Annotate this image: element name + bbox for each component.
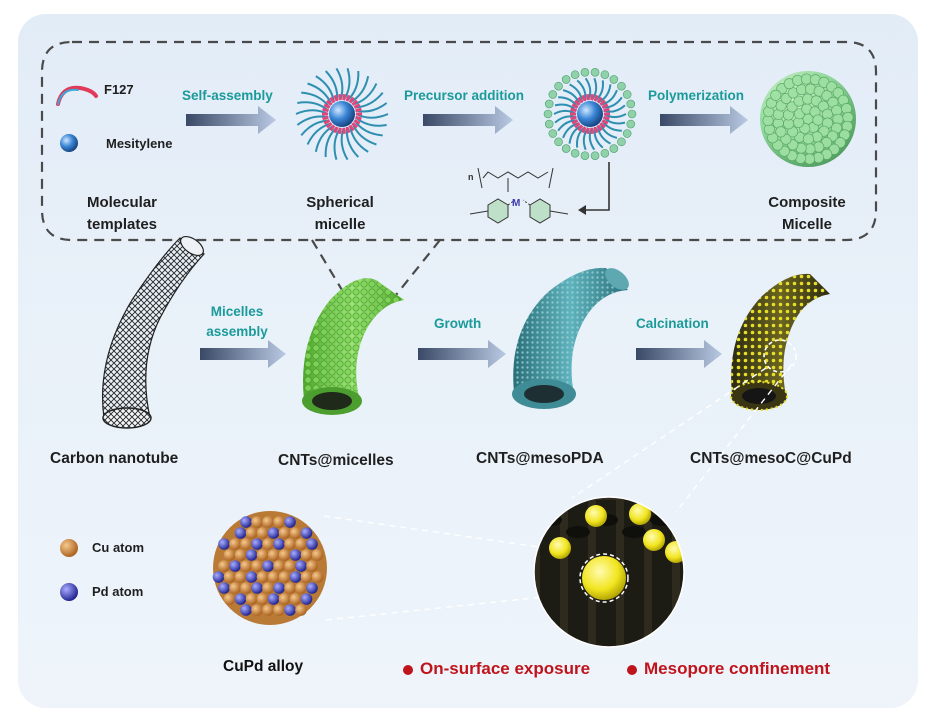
legend-pd-atom: Pd atom bbox=[92, 584, 144, 599]
legend-f127: F127 bbox=[104, 82, 134, 97]
arrow-label-micelles-assembly: Micelles assembly bbox=[206, 304, 268, 339]
label-composite-micelle: Composite Micelle bbox=[768, 194, 846, 233]
label-cupd-alloy: CuPd alloy bbox=[223, 658, 304, 675]
polymer-formula bbox=[469, 167, 569, 224]
arrow-growth bbox=[418, 340, 506, 368]
legend-cu-atom: Cu atom bbox=[92, 540, 144, 555]
arrow-label-self-assembly: Self-assembly bbox=[182, 88, 273, 103]
label-spherical-micelle: Spherical micelle bbox=[306, 194, 374, 233]
arrow-label-growth: Growth bbox=[434, 316, 482, 331]
bullet-confinement bbox=[627, 665, 637, 675]
arrow-label-polymerization: Polymerization bbox=[648, 88, 745, 103]
formula-n: n bbox=[468, 172, 474, 182]
cnts-mesopda-graphic bbox=[512, 267, 629, 409]
cupd-alloy-graphic bbox=[212, 511, 327, 625]
label-carbon-nanotube: Carbon nanotube bbox=[50, 450, 179, 467]
mesitylene-icon bbox=[60, 134, 78, 152]
bullet-exposure bbox=[403, 665, 413, 675]
arrow-polymerization bbox=[660, 106, 748, 134]
precursor-micelle-graphic bbox=[543, 68, 637, 160]
mesopore-zoom bbox=[534, 497, 684, 647]
bent-arrow bbox=[586, 162, 610, 211]
arrow-calcination bbox=[636, 340, 722, 368]
formula-metal: M bbox=[512, 198, 521, 209]
pd-atom-icon bbox=[60, 583, 78, 601]
cu-atom-icon bbox=[60, 539, 78, 557]
highlight-on-surface-exposure: On-surface exposure bbox=[420, 659, 591, 678]
arrow-self-assembly bbox=[186, 106, 276, 134]
cnts-micelles-graphic bbox=[302, 278, 404, 415]
label-cnts-micelles: CNTs@micelles bbox=[278, 452, 394, 469]
legend-mesitylene: Mesitylene bbox=[106, 136, 173, 151]
carbon-nanotube-graphic bbox=[101, 235, 205, 429]
arrow-label-precursor-addition: Precursor addition bbox=[404, 88, 525, 103]
dashed-box bbox=[40, 40, 878, 242]
arrow-precursor-addition bbox=[423, 106, 513, 134]
composite-micelle-graphic bbox=[760, 71, 856, 167]
label-cnts-mesopda: CNTs@mesoPDA bbox=[476, 450, 604, 467]
arrow-micelles-assembly bbox=[200, 340, 286, 368]
arrow-label-calcination: Calcination bbox=[636, 316, 709, 331]
label-molecular-templates: Molecular templates bbox=[86, 194, 158, 233]
cnts-mesoc-cupd-graphic bbox=[730, 273, 830, 411]
spherical-micelle-graphic bbox=[295, 67, 389, 161]
highlight-mesopore-confinement: Mesopore confinement bbox=[644, 659, 831, 678]
label-cnts-mesoc-cupd: CNTs@mesoC@CuPd bbox=[690, 450, 852, 467]
